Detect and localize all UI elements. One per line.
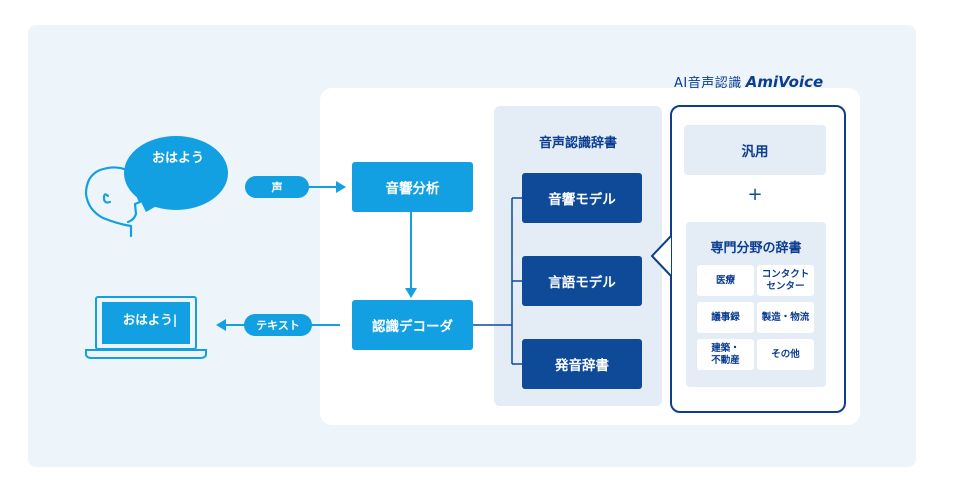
acoustic-model-box: 音響モデル [522,173,642,223]
text-label: テキスト [244,314,312,336]
panel-pointer [652,236,671,276]
person-head-icon [84,166,142,238]
laptop-screen-text: おはよう| [122,312,178,327]
general-dictionary-box: 汎用 [684,125,826,175]
amivoice-logo: AmiVoice [745,73,824,91]
field-chip: 建築・ 不動産 [697,339,754,370]
speech-text: おはよう [151,151,204,166]
panel-pointer-outline [650,235,672,277]
brand-prefix: AI音声認識 [674,76,742,91]
field-chip: 議事録 [697,302,754,333]
laptop-icon [85,296,207,359]
voice-label: 声 [245,176,309,198]
specialized-dictionary-title: 専門分野の辞書 [710,241,802,256]
pronunciation-dictionary-box: 発音辞書 [522,339,642,389]
laptop-screen [102,302,190,344]
field-chip: その他 [757,339,814,370]
field-chip: 医療 [697,265,754,296]
speech-dictionary-title: 音声認識辞書 [538,136,617,151]
field-chip: コンタクト センター [757,265,814,296]
plus-sign: + [747,184,763,205]
recognition-decoder-box: 認識デコーダ [352,300,473,350]
field-chip: 製造・物流 [757,302,814,333]
speech-bubble-icon [124,136,228,212]
language-model-box: 言語モデル [522,256,642,306]
acoustic-analysis-box: 音響分析 [352,162,473,212]
